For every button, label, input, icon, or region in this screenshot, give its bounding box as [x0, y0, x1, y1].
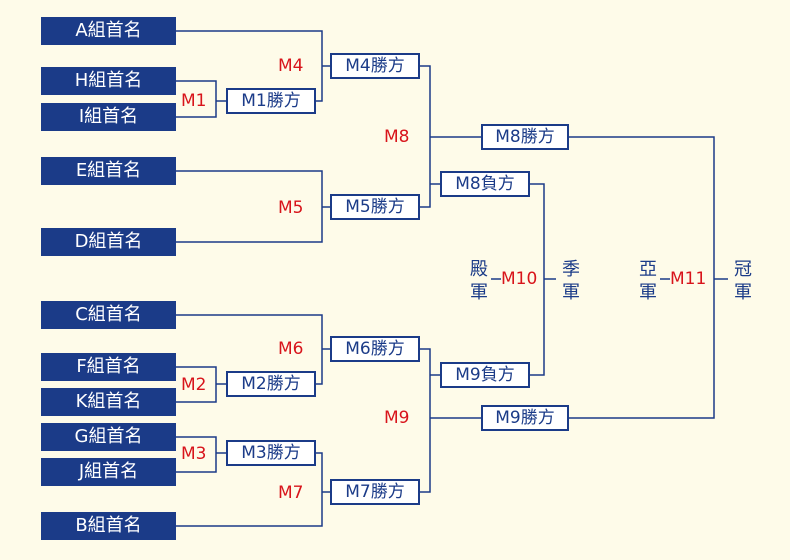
match-label-m9: M9 — [384, 408, 410, 428]
fourth-place-label: 殿 軍 — [468, 258, 490, 304]
seed-a: A組首名 — [41, 17, 176, 45]
match-label-m1: M1 — [181, 91, 207, 111]
seed-f: F組首名 — [41, 353, 176, 381]
m2-winner-box: M2勝方 — [226, 371, 316, 397]
match-label-m10: M10 — [501, 269, 538, 289]
m4-winner-box: M4勝方 — [330, 53, 420, 79]
m8-winner-box: M8勝方 — [481, 124, 569, 150]
seed-k: K組首名 — [41, 388, 176, 416]
m6-winner-box: M6勝方 — [330, 336, 420, 362]
third-place-char-2: 軍 — [562, 282, 580, 303]
m1-winner-box: M1勝方 — [226, 88, 316, 114]
m9-winner-box: M9勝方 — [481, 405, 569, 431]
seed-b: B組首名 — [41, 512, 176, 540]
seed-e: E組首名 — [41, 157, 176, 185]
m5-winner-box: M5勝方 — [330, 194, 420, 220]
match-label-m5: M5 — [278, 198, 304, 218]
m3-winner-box: M3勝方 — [226, 440, 316, 466]
m8-bracket — [420, 65, 431, 208]
runner-up-char-1: 亞 — [639, 259, 657, 280]
seed-d: D組首名 — [41, 228, 176, 256]
champion-char-1: 冠 — [734, 259, 752, 280]
m9-loser-box: M9負方 — [440, 362, 530, 388]
match-label-m11: M11 — [670, 269, 707, 289]
m1-bracket — [176, 80, 217, 118]
seed-g: G組首名 — [41, 423, 176, 451]
runner-up-label: 亞 軍 — [637, 258, 659, 304]
seed-h: H組首名 — [41, 67, 176, 95]
m8-loser-box: M8負方 — [440, 171, 530, 197]
m9-bracket — [420, 348, 431, 493]
match-label-m7: M7 — [278, 483, 304, 503]
m7-winner-box: M7勝方 — [330, 479, 420, 505]
m11-bracket — [569, 136, 715, 419]
seed-i: I組首名 — [41, 103, 176, 131]
match-label-m6: M6 — [278, 339, 304, 359]
fourth-place-char-1: 殿 — [470, 259, 488, 280]
third-place-char-1: 季 — [562, 259, 580, 280]
match-label-m8: M8 — [384, 127, 410, 147]
champion-char-2: 軍 — [734, 282, 752, 303]
m3-bracket — [176, 436, 217, 473]
match-label-m3: M3 — [181, 444, 207, 464]
third-place-label: 季 軍 — [560, 258, 582, 304]
seed-j: J組首名 — [41, 458, 176, 486]
fourth-place-char-2: 軍 — [470, 282, 488, 303]
seed-c: C組首名 — [41, 301, 176, 329]
match-label-m4: M4 — [278, 56, 304, 76]
m7-bracket — [176, 452, 323, 527]
champion-label: 冠 軍 — [732, 258, 754, 304]
match-label-m2: M2 — [181, 375, 207, 395]
runner-up-char-2: 軍 — [639, 282, 657, 303]
